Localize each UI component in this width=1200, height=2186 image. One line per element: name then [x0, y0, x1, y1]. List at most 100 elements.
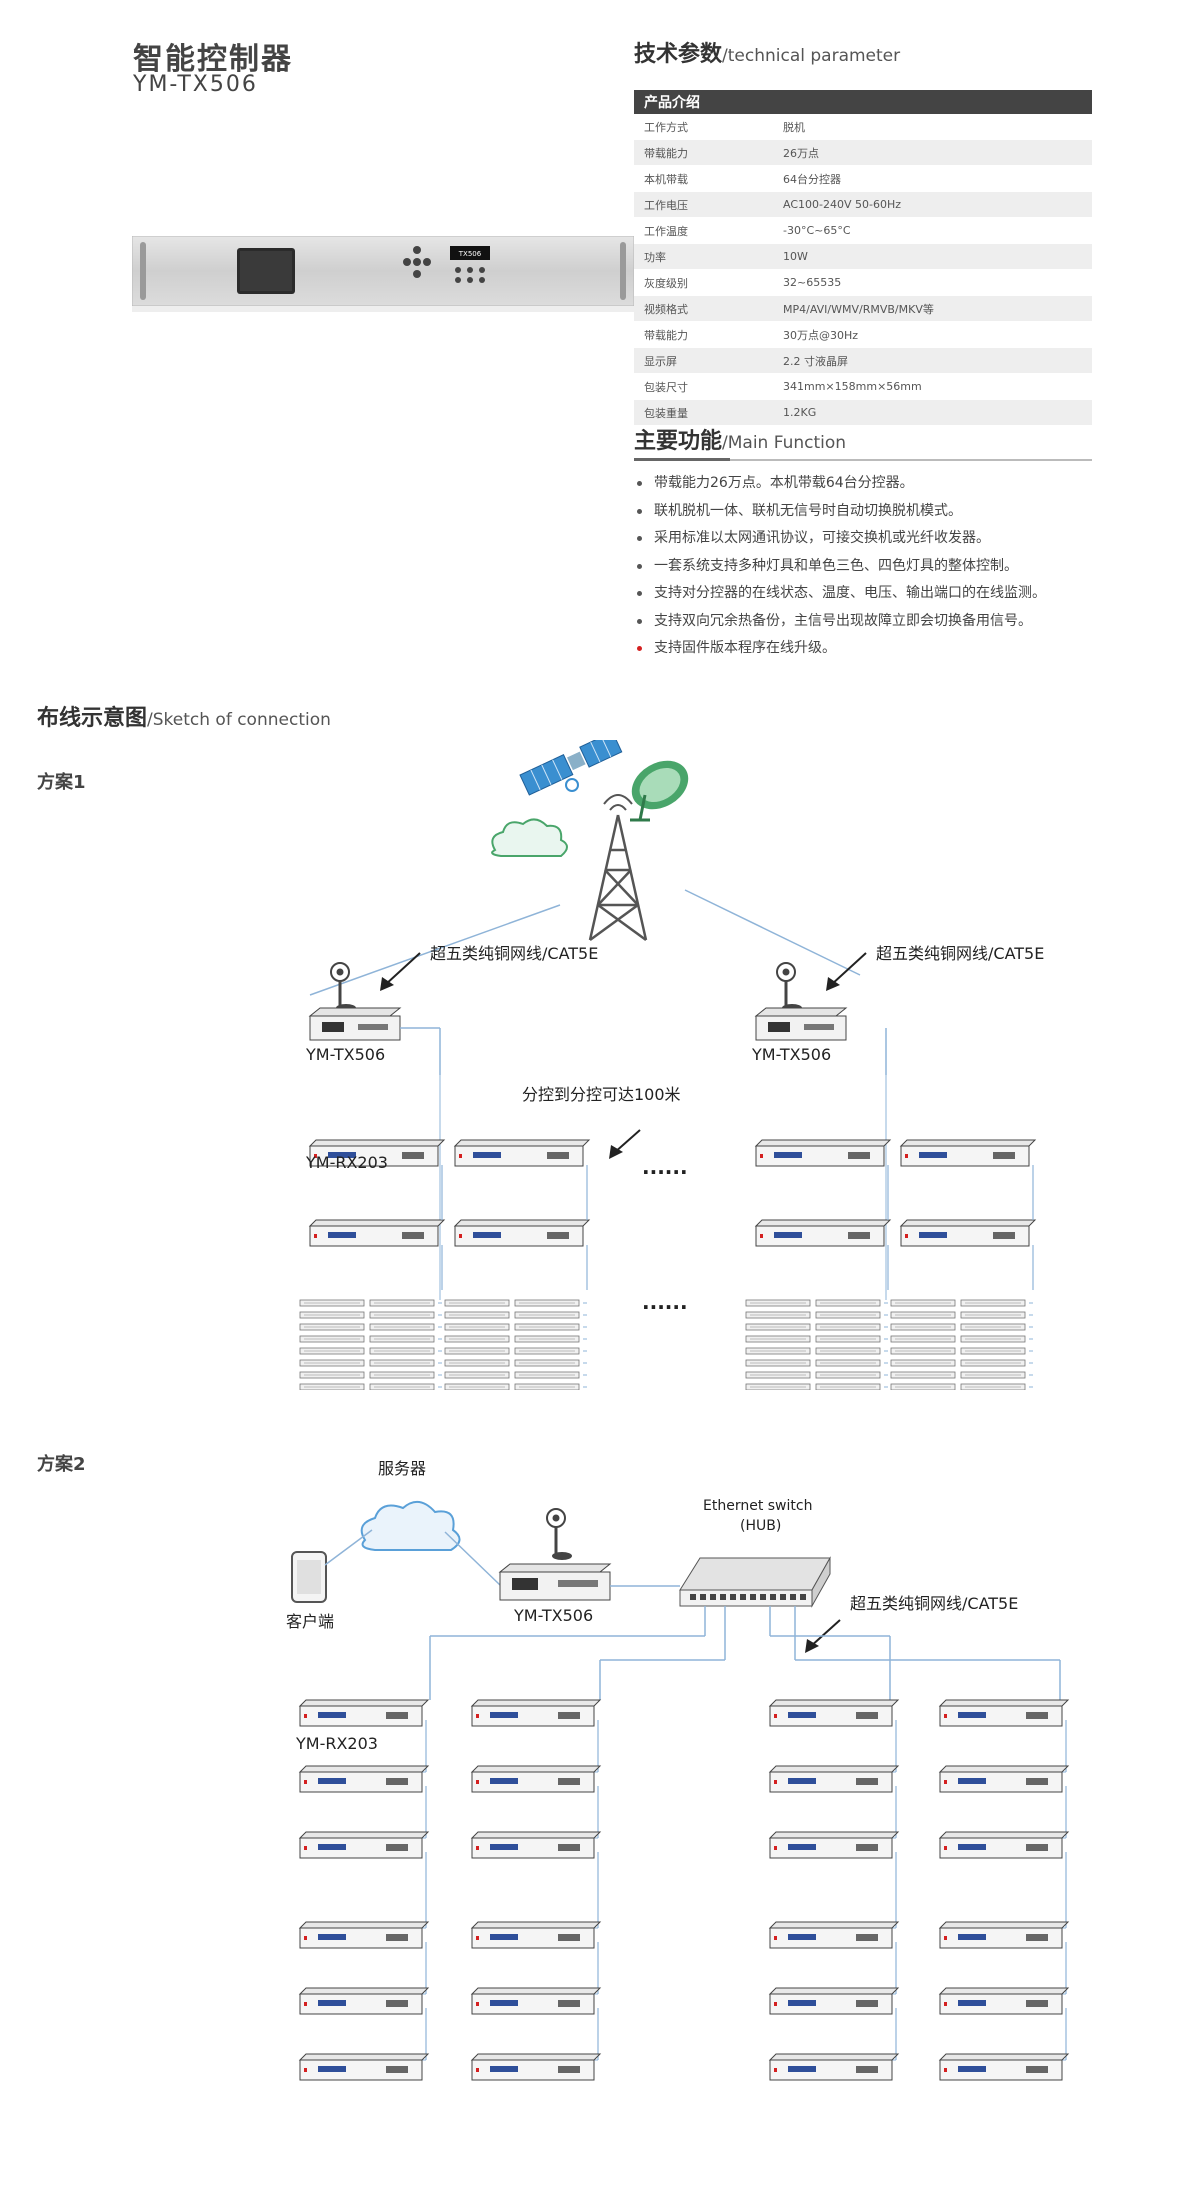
plan1-tx-label-left: YM-TX506 [306, 1045, 386, 1064]
plan2-cable-label: 超五类纯铜网线/CAT5E [850, 1594, 1019, 1613]
led-strip-icon [299, 1383, 365, 1390]
rx-device-icon [298, 1831, 430, 1859]
led-strip-icon [514, 1311, 580, 1319]
antenna-icon [546, 1508, 572, 1560]
led-strip-icon [960, 1371, 1026, 1379]
list-item: 支持双向冗余热备份，主信号出现故障立即会切换备用信号。 [634, 608, 1046, 636]
product-panel-image: TX506 [132, 236, 634, 312]
led-strip-icon [444, 1383, 510, 1390]
led-strip-icon [444, 1335, 510, 1343]
led-strip-icon [745, 1335, 811, 1343]
tech-title-en: /technical parameter [722, 46, 901, 66]
led-strip-icon [890, 1311, 956, 1319]
plan2-diagram [291, 1501, 1070, 2081]
led-strip-icon [960, 1311, 1026, 1319]
product-title: 智能控制器 [133, 42, 293, 77]
plan2-switch-label: Ethernet switch [703, 1498, 813, 1514]
led-strip-icon [299, 1359, 365, 1367]
tx-device-icon [308, 1007, 402, 1041]
led-strip-icon [745, 1311, 811, 1319]
led-strip-icon [745, 1323, 811, 1331]
bullet-icon [637, 591, 642, 596]
led-strip-icon [890, 1347, 956, 1355]
led-strip-icon [890, 1383, 956, 1390]
plan1-left-group [308, 952, 440, 1041]
list-item: 支持对分控器的在线状态、温度、电压、输出端口的在线监测。 [634, 580, 1046, 608]
led-strip-icon [960, 1323, 1026, 1331]
led-strip-icon [444, 1311, 510, 1319]
tx-device-icon [754, 1007, 848, 1041]
sketch-section-title: 布线示意图/Sketch of connection [37, 700, 331, 732]
led-strip-icon [514, 1335, 580, 1343]
led-strip-icon [815, 1299, 881, 1307]
led-strip-icon [444, 1359, 510, 1367]
rx-device-icon [470, 1831, 602, 1859]
led-strip-icon [960, 1299, 1026, 1307]
rx-device-icon [938, 2053, 1070, 2081]
led-strip-icon [960, 1383, 1026, 1390]
list-item: 一套系统支持多种灯具和单色三色、四色灯具的整体控制。 [634, 553, 1046, 581]
rx-device-icon [470, 1921, 602, 1949]
led-strip-icon [514, 1299, 580, 1307]
plan1-label: 方案1 [37, 772, 86, 793]
rx-device-icon [470, 1699, 602, 1727]
led-strip-icon [514, 1383, 580, 1390]
plan2-client-label: 客户端 [286, 1612, 335, 1631]
plan2-tx-label: YM-TX506 [514, 1606, 594, 1625]
led-strip-icon [745, 1347, 811, 1355]
rx-device-icon [768, 1921, 900, 1949]
bullet-icon [637, 536, 642, 541]
plan1-distance-label: 分控到分控可达100米 [522, 1085, 681, 1104]
bullet-icon [637, 481, 642, 486]
server-cloud-icon [360, 1501, 461, 1551]
led-strip-icon [514, 1371, 580, 1379]
led-strip-icon [960, 1359, 1026, 1367]
table-row: 工作温度-30°C~65°C [634, 217, 1092, 244]
client-phone-icon [291, 1551, 327, 1603]
ethernet-switch-icon [679, 1556, 831, 1608]
led-strip-icon [890, 1299, 956, 1307]
plan1-right-group [754, 952, 867, 1041]
led-strip-icon [444, 1371, 510, 1379]
satellite-dish-icon [630, 760, 689, 822]
led-strip-icon [299, 1323, 365, 1331]
led-strip-icon [514, 1347, 580, 1355]
function-list: 带载能力26万点。本机带载64台分控器。 联机脱机一体、联机无信号时自动切换脱机… [634, 470, 1046, 663]
led-strip-icon [815, 1359, 881, 1367]
led-strip-icon [369, 1371, 435, 1379]
list-item: 支持固件版本程序在线升级。 [634, 635, 1046, 663]
rx-device-icon [308, 1139, 446, 1167]
rx-device-icon [938, 1765, 1070, 1793]
function-title-cn: 主要功能 [634, 429, 723, 454]
bullet-icon [637, 646, 642, 651]
led-strip-icon [299, 1347, 365, 1355]
satellite-icon [519, 740, 623, 796]
led-strip-icon [815, 1371, 881, 1379]
function-section-title: 主要功能/Main Function [634, 423, 846, 455]
led-strip-icon [299, 1371, 365, 1379]
led-strip-icon [369, 1323, 435, 1331]
led-strip-icon [890, 1335, 956, 1343]
led-strip-icon [514, 1359, 580, 1367]
panel-display-text: TX506 [458, 250, 482, 258]
spec-table-header: 产品介绍 [634, 90, 1092, 114]
transmission-tower-icon [588, 794, 648, 942]
rx-device-icon [754, 1139, 892, 1167]
rx-device-icon [470, 1987, 602, 2015]
led-strip-icon [369, 1383, 435, 1390]
rx-device-icon [938, 1987, 1070, 2015]
rx-device-icon [899, 1219, 1037, 1247]
led-strip-icon [890, 1371, 956, 1379]
plan1-cable-label-left: 超五类纯铜网线/CAT5E [430, 944, 599, 963]
plan1-diagram [299, 740, 1037, 1390]
led-strip-icon [369, 1299, 435, 1307]
led-strip-icon [369, 1311, 435, 1319]
led-strip-icon [890, 1359, 956, 1367]
